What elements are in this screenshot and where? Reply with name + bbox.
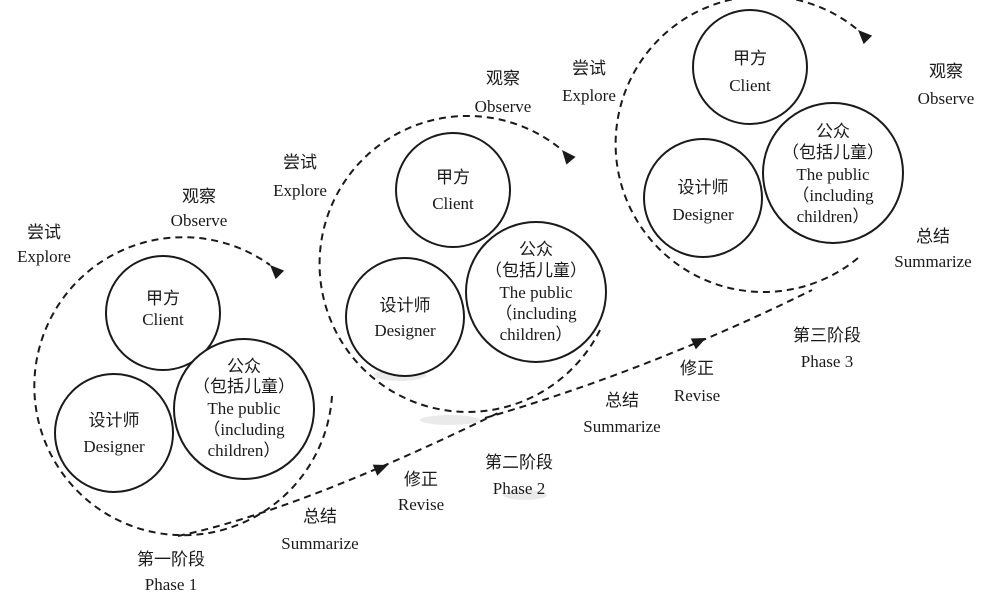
public-en-label: The public	[207, 399, 281, 418]
phase-1-to-2-connector	[177, 411, 501, 537]
designer-circle	[54, 373, 174, 493]
summarize-cn-label: 总结	[916, 227, 950, 246]
observe-en-label: Observe	[475, 97, 532, 116]
public-en-label: The public	[796, 165, 870, 184]
phase-2-to-3-arrowhead	[690, 338, 706, 350]
public-cn-label: 公众	[227, 357, 261, 376]
phase-2-to-3-connector	[484, 289, 813, 419]
public-paren-en-label: （including	[203, 420, 285, 439]
phase-1-to-2-arrowhead	[372, 464, 388, 476]
summarize-en-label: Summarize	[894, 252, 971, 271]
public-circle	[762, 102, 904, 244]
summarize-en-label: Summarize	[583, 417, 660, 436]
public-circle	[465, 221, 607, 363]
revise-en-label: Revise	[398, 495, 444, 514]
public-en-label: The public	[499, 283, 573, 302]
observe-en-label: Observe	[171, 211, 228, 230]
public-children-en-label: children）	[208, 441, 281, 460]
public-paren-cn-label: （包括儿童）	[782, 143, 884, 162]
phase-3-loop-arrowhead	[858, 30, 873, 45]
summarize-cn-label: 总结	[303, 507, 337, 526]
explore-cn-label: 尝试	[572, 59, 606, 78]
designer-cn-label: 设计师	[678, 178, 729, 197]
phase-1-en-label: Phase 1	[145, 575, 197, 594]
summarize-en-label: Summarize	[281, 534, 358, 553]
explore-en-label: Explore	[17, 247, 71, 266]
client-cn-label: 甲方	[733, 49, 767, 68]
public-paren-en-label: （including	[495, 304, 577, 323]
explore-cn-label: 尝试	[283, 153, 317, 172]
explore-cn-label: 尝试	[27, 223, 61, 242]
revise-cn-label: 修正	[680, 359, 714, 378]
designer-circle	[345, 257, 465, 377]
public-cn-label: 公众	[816, 122, 850, 141]
phase-3-cn-label: 第三阶段	[793, 326, 861, 345]
observe-cn-label: 观察	[929, 62, 963, 81]
designer-cn-label: 设计师	[89, 411, 140, 430]
designer-en-label: Designer	[83, 437, 145, 456]
client-en-label: Client	[729, 76, 771, 95]
public-children-en-label: children）	[500, 325, 573, 344]
public-paren-en-label: （including	[792, 186, 874, 205]
observe-cn-label: 观察	[182, 187, 216, 206]
public-circle	[173, 338, 315, 480]
client-en-label: Client	[432, 194, 474, 213]
designer-en-label: Designer	[672, 205, 734, 224]
phase-1-cycle: 甲方 Client 设计师 Designer 公众 （包括儿童） The pub…	[17, 187, 501, 594]
client-cn-label: 甲方	[436, 168, 470, 187]
public-paren-cn-label: （包括儿童）	[485, 261, 587, 280]
summarize-cn-label: 总结	[605, 391, 639, 410]
client-circle	[692, 9, 808, 125]
observe-cn-label: 观察	[486, 69, 520, 88]
designer-cn-label: 设计师	[380, 296, 431, 315]
phase-3-en-label: Phase 3	[801, 352, 853, 371]
phase-2-loop-arrowhead	[562, 150, 576, 165]
public-children-en-label: children）	[797, 207, 870, 226]
phase-2-en-label: Phase 2	[493, 479, 545, 498]
client-circle	[395, 132, 511, 248]
designer-en-label: Designer	[374, 321, 436, 340]
phase-3-cycle: 甲方 Client 设计师 Designer 公众 （包括儿童） The pub…	[562, 0, 974, 371]
phase-1-loop-arrowhead	[270, 265, 285, 280]
phase-2-cn-label: 第二阶段	[485, 453, 553, 472]
explore-en-label: Explore	[273, 181, 327, 200]
phase-2-cycle: 甲方 Client 设计师 Designer 公众 （包括儿童） The pub…	[273, 69, 813, 498]
client-circle	[105, 255, 221, 371]
public-paren-cn-label: （包括儿童）	[193, 377, 295, 396]
client-en-label: Client	[142, 310, 184, 329]
revise-en-label: Revise	[674, 386, 720, 405]
phase-1-cn-label: 第一阶段	[137, 550, 205, 569]
designer-circle	[643, 138, 763, 258]
phase-1-loop	[33, 236, 333, 537]
public-cn-label: 公众	[519, 240, 553, 259]
client-cn-label: 甲方	[146, 289, 180, 308]
observe-en-label: Observe	[918, 89, 975, 108]
explore-en-label: Explore	[562, 86, 616, 105]
revise-cn-label: 修正	[404, 470, 438, 489]
phase-2-loop	[318, 114, 601, 413]
